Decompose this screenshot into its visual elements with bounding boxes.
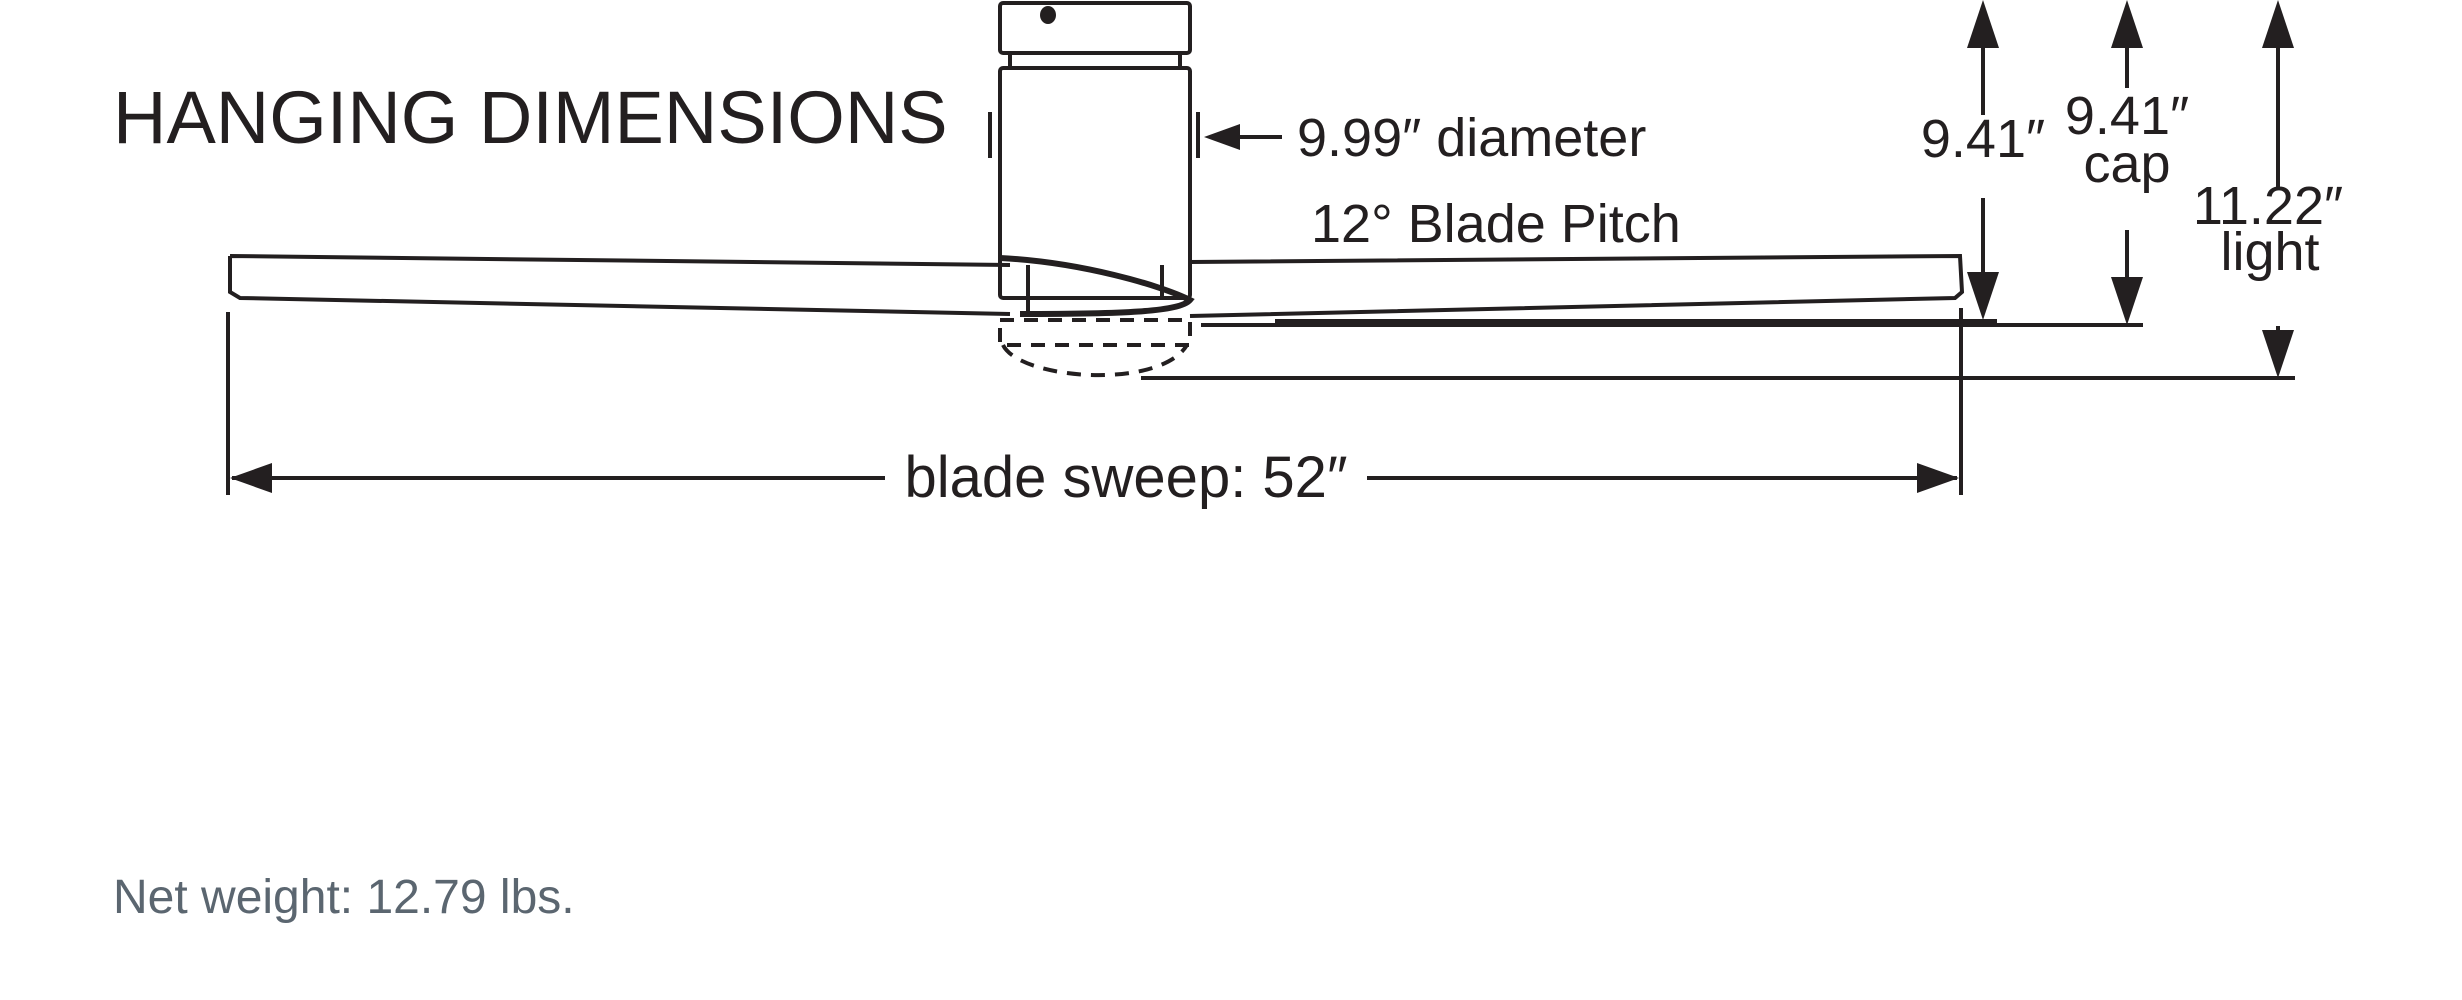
- height-reference-lines: [1141, 319, 2295, 380]
- height-cap-value: 9.41″: [2065, 86, 2189, 146]
- fan-blades: [228, 253, 1965, 318]
- height-standard-label: 9.41″: [1921, 109, 2045, 169]
- height-light-value: 11.22″: [2193, 176, 2343, 236]
- net-weight: Net weight: 12.79 lbs.: [113, 871, 575, 924]
- diameter-arrow: [1204, 124, 1282, 150]
- height-cap-arrow: [2111, 0, 2143, 325]
- height-light-label: light: [2220, 222, 2319, 282]
- blade-sweep-label: blade sweep: 52″: [905, 445, 1348, 510]
- blade-pitch-label: 12° Blade Pitch: [1311, 194, 1681, 254]
- height-light-arrow: [2262, 0, 2294, 378]
- diameter-label: 9.99″ diameter: [1297, 108, 1646, 168]
- height-standard-arrow: [1967, 0, 1999, 320]
- blade-sweep-dimension: [226, 308, 1963, 495]
- diagram-title: HANGING DIMENSIONS: [113, 76, 948, 159]
- height-cap-label: cap: [2083, 134, 2170, 194]
- light-kit-outline: [998, 318, 1192, 377]
- fan-motor: [988, 1, 1200, 300]
